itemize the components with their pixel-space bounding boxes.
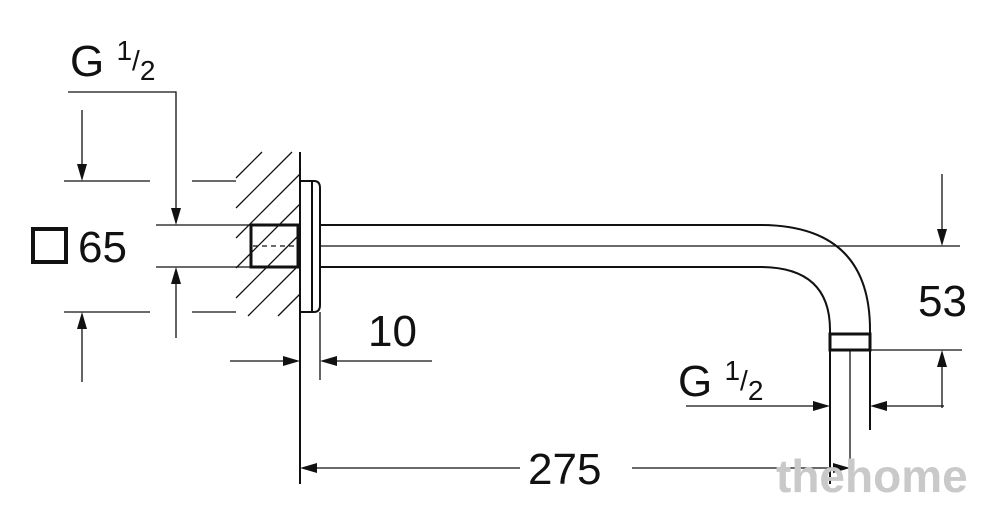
label-projection: 275	[528, 445, 601, 494]
dimension-10	[230, 312, 432, 380]
label-square-size: 65	[78, 223, 127, 272]
wall-plate	[300, 180, 321, 313]
wall-fitting	[249, 223, 300, 269]
watermark-logo: thehome	[776, 450, 968, 502]
dimension-thread-bottom	[686, 401, 944, 411]
outlet-connector	[828, 332, 872, 352]
label-thread-bottom: G 1/2	[678, 355, 763, 406]
label-wall-offset: 10	[368, 307, 417, 356]
dimension-square-65	[64, 110, 236, 382]
shower-arm-outer	[320, 224, 871, 336]
wall-hatching	[235, 151, 301, 317]
dimension-thread-top	[68, 91, 251, 338]
dimension-53	[870, 174, 962, 408]
dimension-275	[300, 463, 850, 473]
square-symbol-icon	[31, 227, 68, 264]
label-thread-top: G 1/2	[70, 35, 155, 86]
label-outlet-drop: 53	[918, 277, 967, 326]
shower-arm-inner	[320, 266, 831, 336]
